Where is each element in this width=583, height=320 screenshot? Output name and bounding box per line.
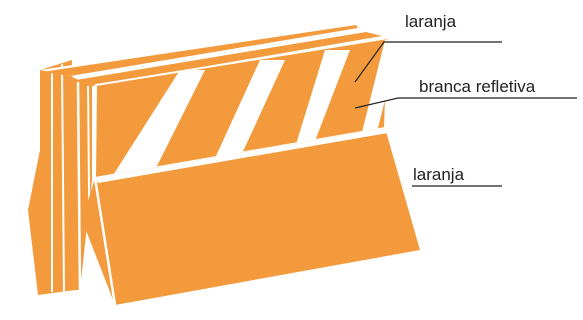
label-middle: branca refletiva	[419, 77, 536, 96]
barrier-middle-slabs	[70, 76, 92, 293]
barrier-back-slab	[28, 60, 75, 295]
label-top: laranja	[405, 12, 457, 31]
callout-line-top	[354, 41, 502, 83]
barrier-base	[82, 128, 420, 306]
callout-lines	[354, 41, 577, 187]
barrier-top-edge	[40, 22, 382, 86]
striped-panel	[93, 36, 390, 180]
callout-line-middle	[354, 97, 577, 109]
label-bottom: laranja	[413, 165, 465, 184]
